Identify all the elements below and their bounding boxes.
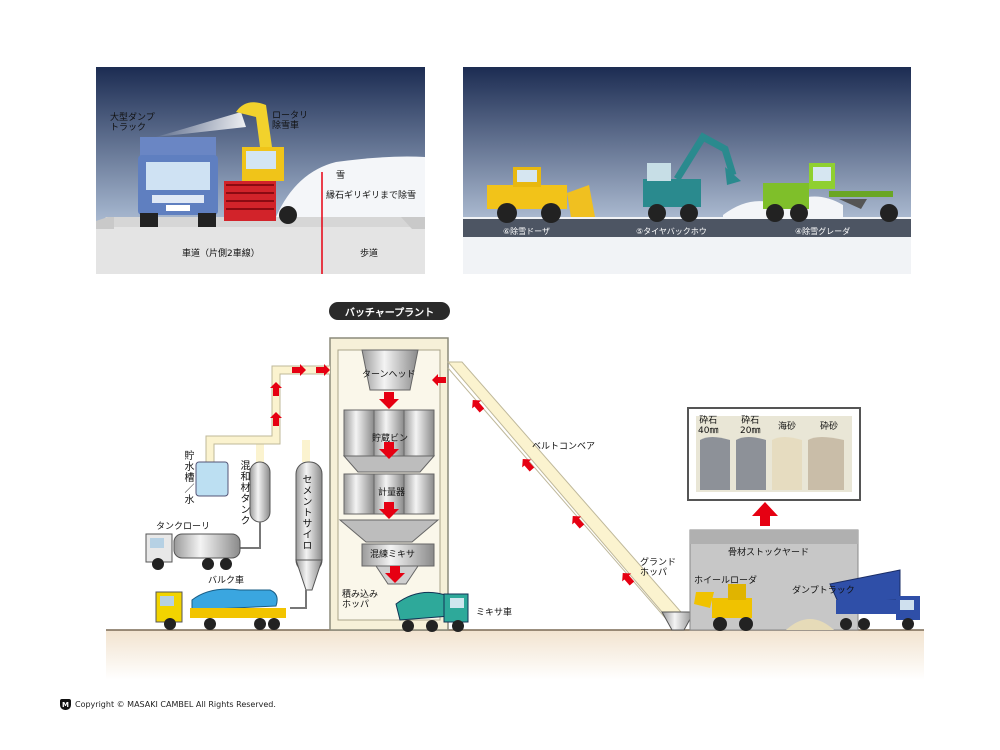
label-cement-silo: セメントサイロ [300,474,311,551]
wheel-backhoe [643,132,741,222]
mixer-truck [395,591,469,632]
label-curb-note: 縁石ギリギリまで除雪 [326,191,417,201]
label-ground-hopper: グランド ホッパ [640,558,677,579]
label-rotary-snowplow: ロータリ 除雪車 [272,111,309,132]
snow-dozer [487,167,595,223]
label-sidewalk: 歩道 [360,249,379,259]
copyright-text: Copyright © MASAKI CAMBEL All Rights Res… [75,700,276,709]
rotary-snowplow [224,102,297,224]
brand-logo-icon: M [60,699,71,710]
tank-lorry [145,533,241,570]
label-wheel-loader: ホイールローダ [694,576,758,586]
label-belt-conveyor: ベルトコンベア [532,442,596,452]
label-stock-yard: 骨材ストックヤード [728,548,810,558]
weighers [338,473,440,543]
label-aggregate-crushed-sand: 砕砂 [820,422,839,432]
label-mixer-truck: ミキサ車 [476,608,513,618]
label-motor-grader: ④除雪グレーダ [795,227,851,236]
label-snow: 雪 [336,171,346,181]
label-dump-truck: 大型ダンプ トラック [110,113,155,134]
dump-truck-blue [829,569,920,630]
label-aggregate-sea-sand: 海砂 [778,422,797,432]
water-tank [195,461,229,497]
snow-street-panel: 大型ダンプ トラック ロータリ 除雪車 雪 縁石ギリギリまで除雪 車道（片側2車… [96,67,425,274]
copyright: M Copyright © MASAKI CAMBEL All Rights R… [60,699,276,710]
label-bulk-truck: バルク車 [208,576,245,586]
dump-truck-front [138,137,218,227]
admixture-tank [249,461,271,523]
up-arrow [752,502,778,526]
aggregates-frame [687,407,861,501]
label-admixture-tank: 混和材タンク [238,460,249,526]
label-storage-bin: 貯蔵ビン [372,434,409,444]
label-aggregate-gravel-20: 砕石 20㎜ [740,416,761,437]
plant-title: バッチャープラント [329,302,450,320]
bulk-truck [155,588,286,630]
storage-bins [342,409,436,473]
wheel-loader [694,584,753,631]
label-dump-truck-blue: ダンプトラック [792,586,855,596]
label-loading-hopper: 積み込み ホッパ [342,590,379,611]
label-tank-lorry: タンクローリ [156,522,211,532]
label-weigher: 計量器 [378,488,406,498]
belt-conveyor [446,361,689,629]
label-wheel-backhoe: ⑤タイヤバックホウ [636,227,707,236]
motor-grader [763,163,898,222]
label-water-tank: 貯水槽／水 [182,450,193,505]
label-mixer: 混練ミキサ [370,550,416,560]
snow-machines-panel: ⑥除雪ドーザ ⑤タイヤバックホウ ④除雪グレーダ [463,67,911,274]
batcher-plant-diagram: バッチャープラント ターンヘッド 貯蔵ビン 計量器 混練ミキサ 積み込み ホッパ… [100,290,930,680]
label-aggregate-gravel-40: 砕石 40㎜ [698,416,719,437]
label-roadway: 車道（片側2車線） [182,249,260,259]
label-snow-dozer: ⑥除雪ドーザ [503,227,551,236]
label-turn-head: ターンヘッド [362,370,416,380]
cement-silo [295,461,323,591]
ground-hopper [661,611,695,631]
